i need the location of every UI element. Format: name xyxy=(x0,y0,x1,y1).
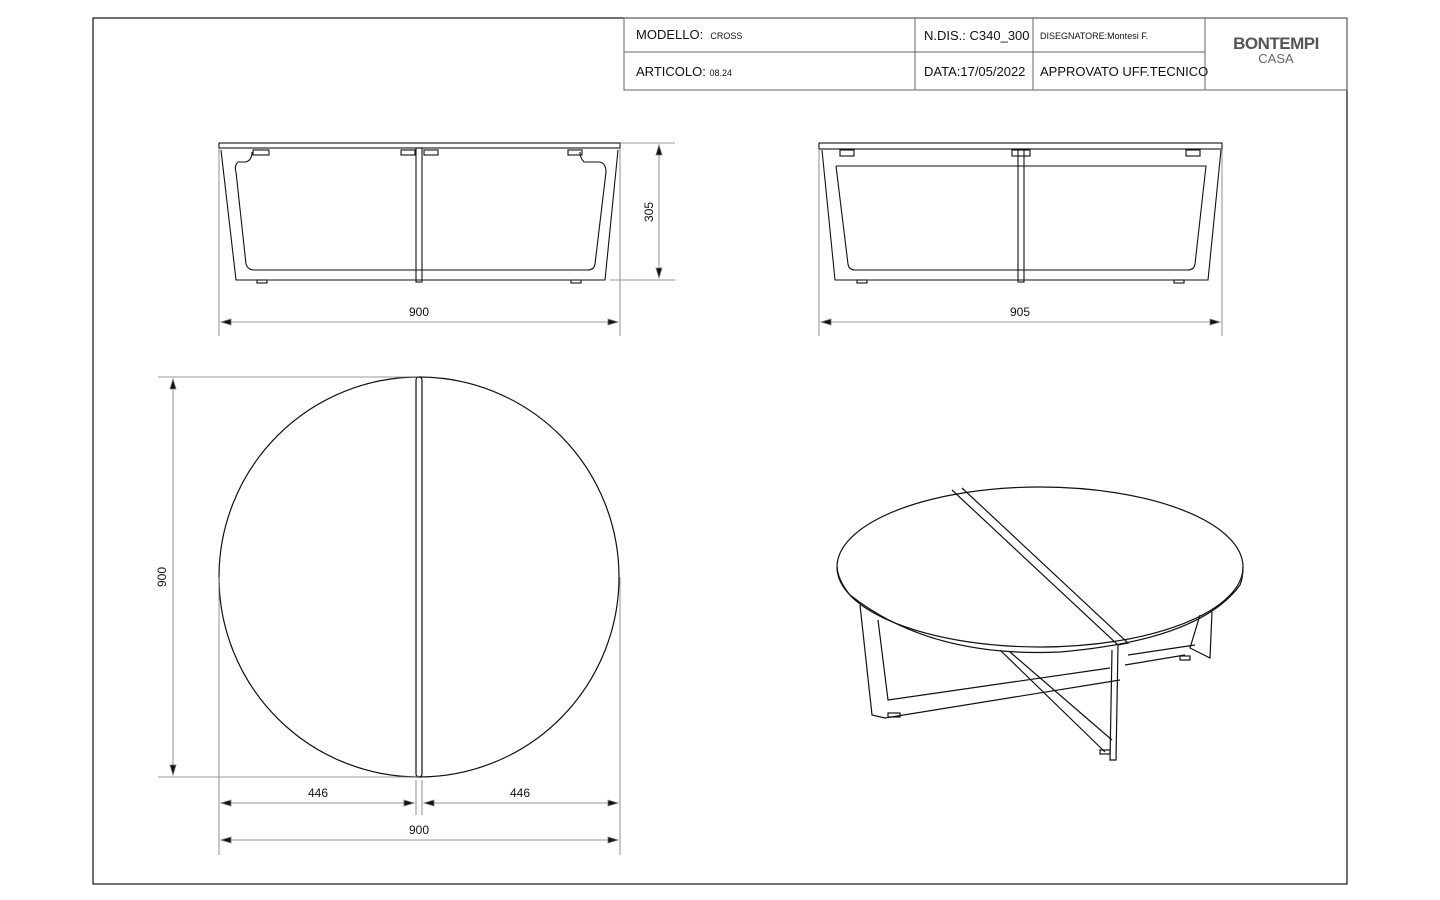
logo-sub: CASA xyxy=(1258,51,1294,66)
perspective-view xyxy=(836,486,1244,761)
articolo-label: ARTICOLO: xyxy=(636,64,706,79)
bontempi-logo: BONTEMPI CASA xyxy=(1205,34,1347,66)
articolo-field: ARTICOLO: 08.24 xyxy=(636,64,732,79)
logo-brand: BONTEMPI xyxy=(1233,34,1319,53)
front-width-dimension: 900 xyxy=(409,305,429,319)
modello-field: MODELLO: CROSS xyxy=(636,27,742,42)
top-view xyxy=(218,376,620,778)
top-dimension-lines xyxy=(158,376,621,855)
top-diameter-vertical-dimension: 900 xyxy=(155,567,169,587)
side-dimension-lines xyxy=(818,149,1223,336)
title-block-grid xyxy=(623,17,1348,91)
modello-label: MODELLO: xyxy=(636,27,704,42)
drawing-date: DATA:17/05/2022 xyxy=(924,64,1026,79)
top-half-left-dimension: 446 xyxy=(308,786,328,800)
top-half-right-dimension: 446 xyxy=(510,786,530,800)
front-view xyxy=(218,142,621,284)
side-width-dimension: 905 xyxy=(1010,305,1030,319)
side-view xyxy=(818,142,1223,284)
approval: APPROVATO UFF.TECNICO xyxy=(1040,64,1209,79)
designer: DISEGNATORE:Montesi F. xyxy=(1040,31,1149,41)
top-diameter-horizontal-dimension: 900 xyxy=(409,823,429,837)
front-dimension-lines xyxy=(218,142,675,336)
modello-value: CROSS xyxy=(710,31,743,41)
front-height-dimension: 305 xyxy=(642,202,656,222)
drawing-number: N.DIS.: C340_300 xyxy=(924,28,1030,43)
articolo-value: 08.24 xyxy=(709,68,732,78)
